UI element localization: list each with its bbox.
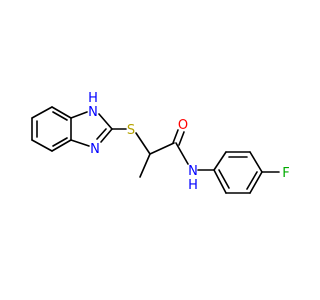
atom-fluorine: F (282, 166, 289, 181)
amide-group (172, 129, 215, 171)
atom-labels: H N N S O N H F (88, 91, 290, 193)
molecule-structure: H N N S O N H F (31, 91, 290, 194)
atom-n-amide: N (188, 164, 198, 179)
benzimidazole-benzene-ring (31, 106, 72, 152)
atom-n-imidazole-h: H (88, 91, 98, 106)
atom-n-amide-h: H (188, 178, 198, 193)
thioether-chain (111, 128, 175, 178)
atom-oxygen: O (178, 118, 188, 133)
atom-n-imidazole: N (88, 105, 98, 120)
atom-sulfur: S (127, 123, 135, 138)
atom-n-imine: N (90, 142, 100, 157)
fluorophenyl-ring (213, 151, 280, 194)
imidazole-ring (70, 111, 113, 147)
